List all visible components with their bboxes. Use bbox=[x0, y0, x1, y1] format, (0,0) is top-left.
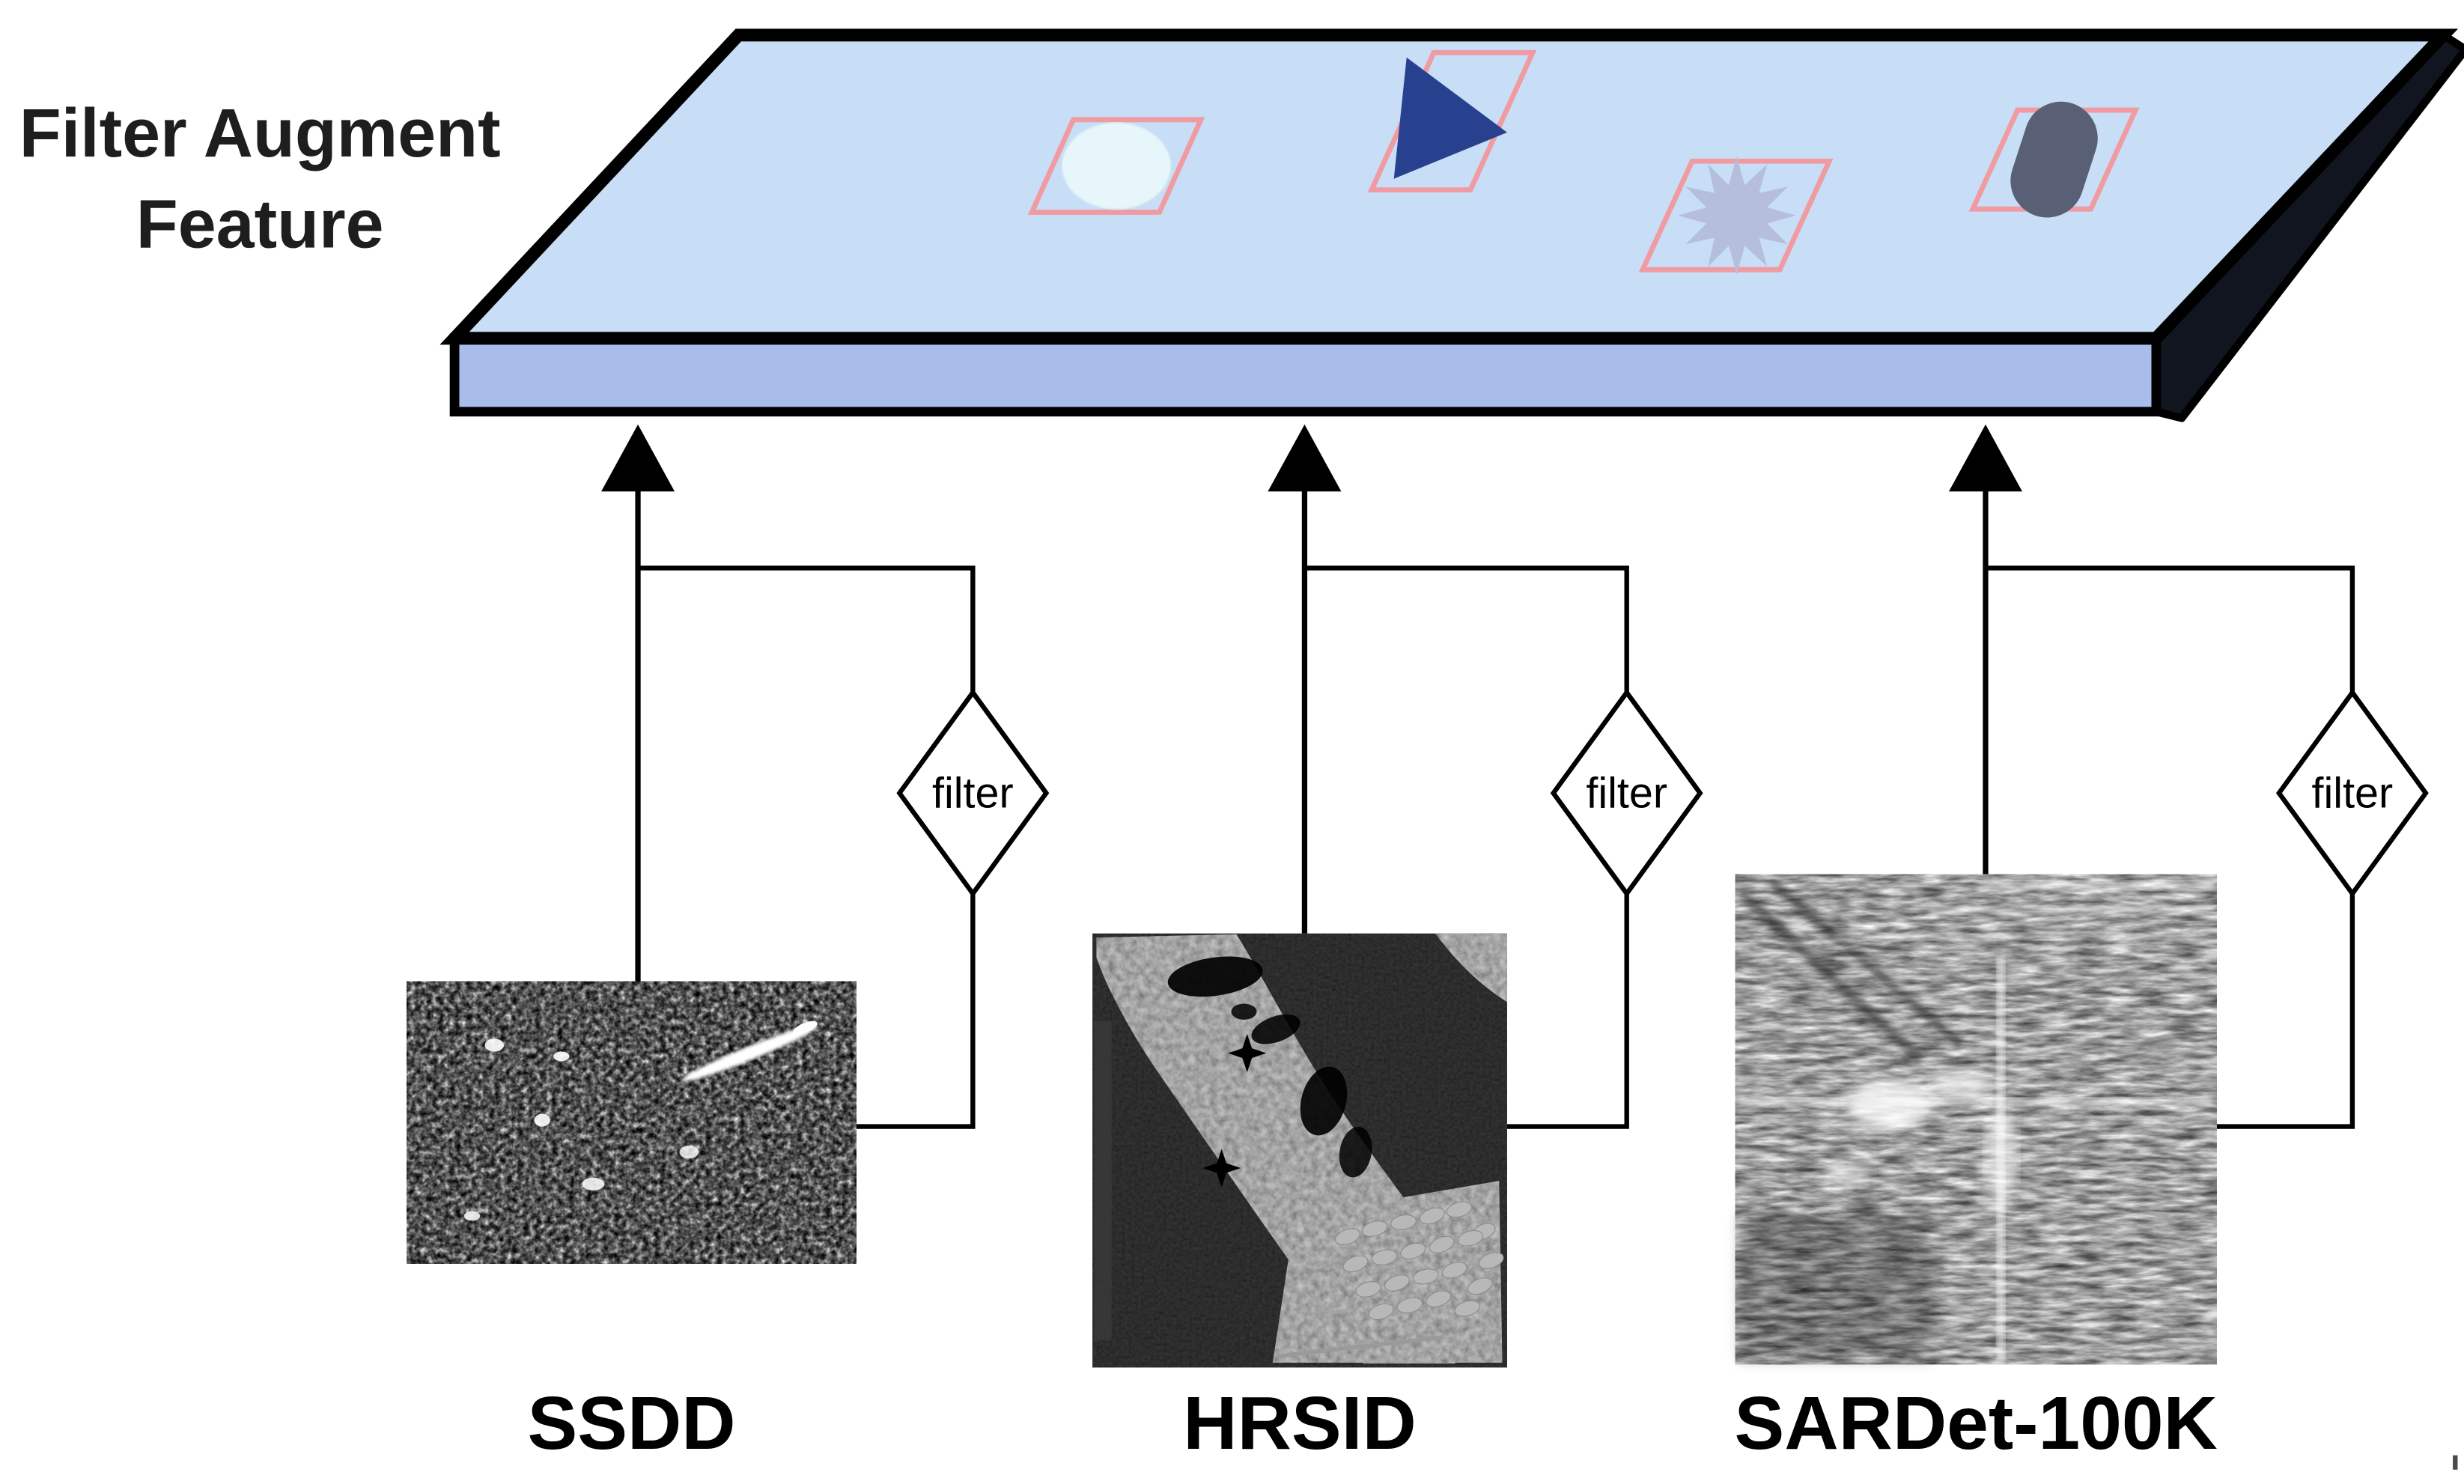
feature-box-1 bbox=[1027, 117, 1205, 215]
filter-branch-bottom-3 bbox=[2216, 890, 2355, 1129]
burst-feature-icon bbox=[1677, 156, 1796, 275]
branch-ssdd: filter SSDD bbox=[407, 424, 1050, 1465]
filter-diamond-3 bbox=[2275, 688, 2429, 898]
triangle-feature-icon bbox=[1393, 57, 1507, 179]
branch-sardet: filter SARDet- bbox=[1735, 424, 2429, 1465]
hrsid-star-mark-1 bbox=[1228, 1034, 1267, 1073]
capsule-feature-icon bbox=[2010, 101, 2098, 218]
hrsid-ship-blobs bbox=[1335, 1201, 1504, 1320]
sardet-dark-streaks bbox=[1737, 878, 1965, 1065]
ssdd-bright-returns bbox=[463, 1021, 818, 1221]
filter-label-1: filter bbox=[932, 769, 1014, 817]
platform-front-face bbox=[449, 333, 2162, 417]
ssdd-speckle-texture bbox=[407, 981, 857, 1264]
filter-branch-bottom-1 bbox=[856, 890, 976, 1129]
hrsid-image bbox=[1092, 933, 1507, 1368]
dataset-label-ssdd: SSDD bbox=[527, 1381, 735, 1465]
hrsid-star-mark-2 bbox=[1202, 1149, 1241, 1187]
hrsid-landmass-corner bbox=[1435, 933, 1507, 1003]
sardet-bright-blobs bbox=[1828, 1068, 2018, 1205]
feature-items bbox=[1027, 49, 2140, 275]
hrsid-pier-line bbox=[1275, 1335, 1444, 1359]
diagram-title: Filter Augment Feature bbox=[19, 95, 501, 263]
title-line-2: Feature bbox=[136, 186, 384, 262]
filter-diamond-2 bbox=[1550, 688, 1703, 898]
corner-mark bbox=[2453, 1455, 2458, 1470]
up-arrow-icon-2 bbox=[1268, 424, 1342, 492]
sardet-image bbox=[1735, 874, 2217, 1365]
dataset-label-sardet: SARDet-100K bbox=[1735, 1381, 2218, 1465]
dataset-label-hrsid: HRSID bbox=[1183, 1381, 1416, 1465]
filter-branch-top-1 bbox=[638, 565, 976, 696]
feature-platform bbox=[439, 28, 2464, 422]
filter-branch-top-3 bbox=[1985, 565, 2355, 696]
branch-hrsid: filter bbox=[1092, 424, 1703, 1465]
sardet-dark-corner bbox=[1738, 1212, 1930, 1361]
feature-box-3 bbox=[1638, 158, 1834, 273]
ellipse-feature-icon bbox=[1061, 122, 1172, 210]
up-arrow-icon-1 bbox=[601, 424, 675, 492]
filter-diamond-1 bbox=[896, 688, 1050, 898]
up-arrow-icon-3 bbox=[1948, 424, 2022, 492]
filter-label-2: filter bbox=[1586, 769, 1667, 817]
title-line-1: Filter Augment bbox=[19, 95, 501, 171]
filter-label-3: filter bbox=[2312, 769, 2394, 817]
hrsid-left-strip bbox=[1094, 1021, 1112, 1341]
hrsid-water-inlets bbox=[1167, 956, 1372, 1178]
filter-branch-bottom-2 bbox=[1506, 890, 1629, 1129]
filter-branch-top-2 bbox=[1304, 565, 1629, 696]
ssdd-image bbox=[407, 981, 857, 1264]
platform-top-face bbox=[439, 28, 2459, 345]
hrsid-harbor-area bbox=[1272, 1181, 1503, 1363]
